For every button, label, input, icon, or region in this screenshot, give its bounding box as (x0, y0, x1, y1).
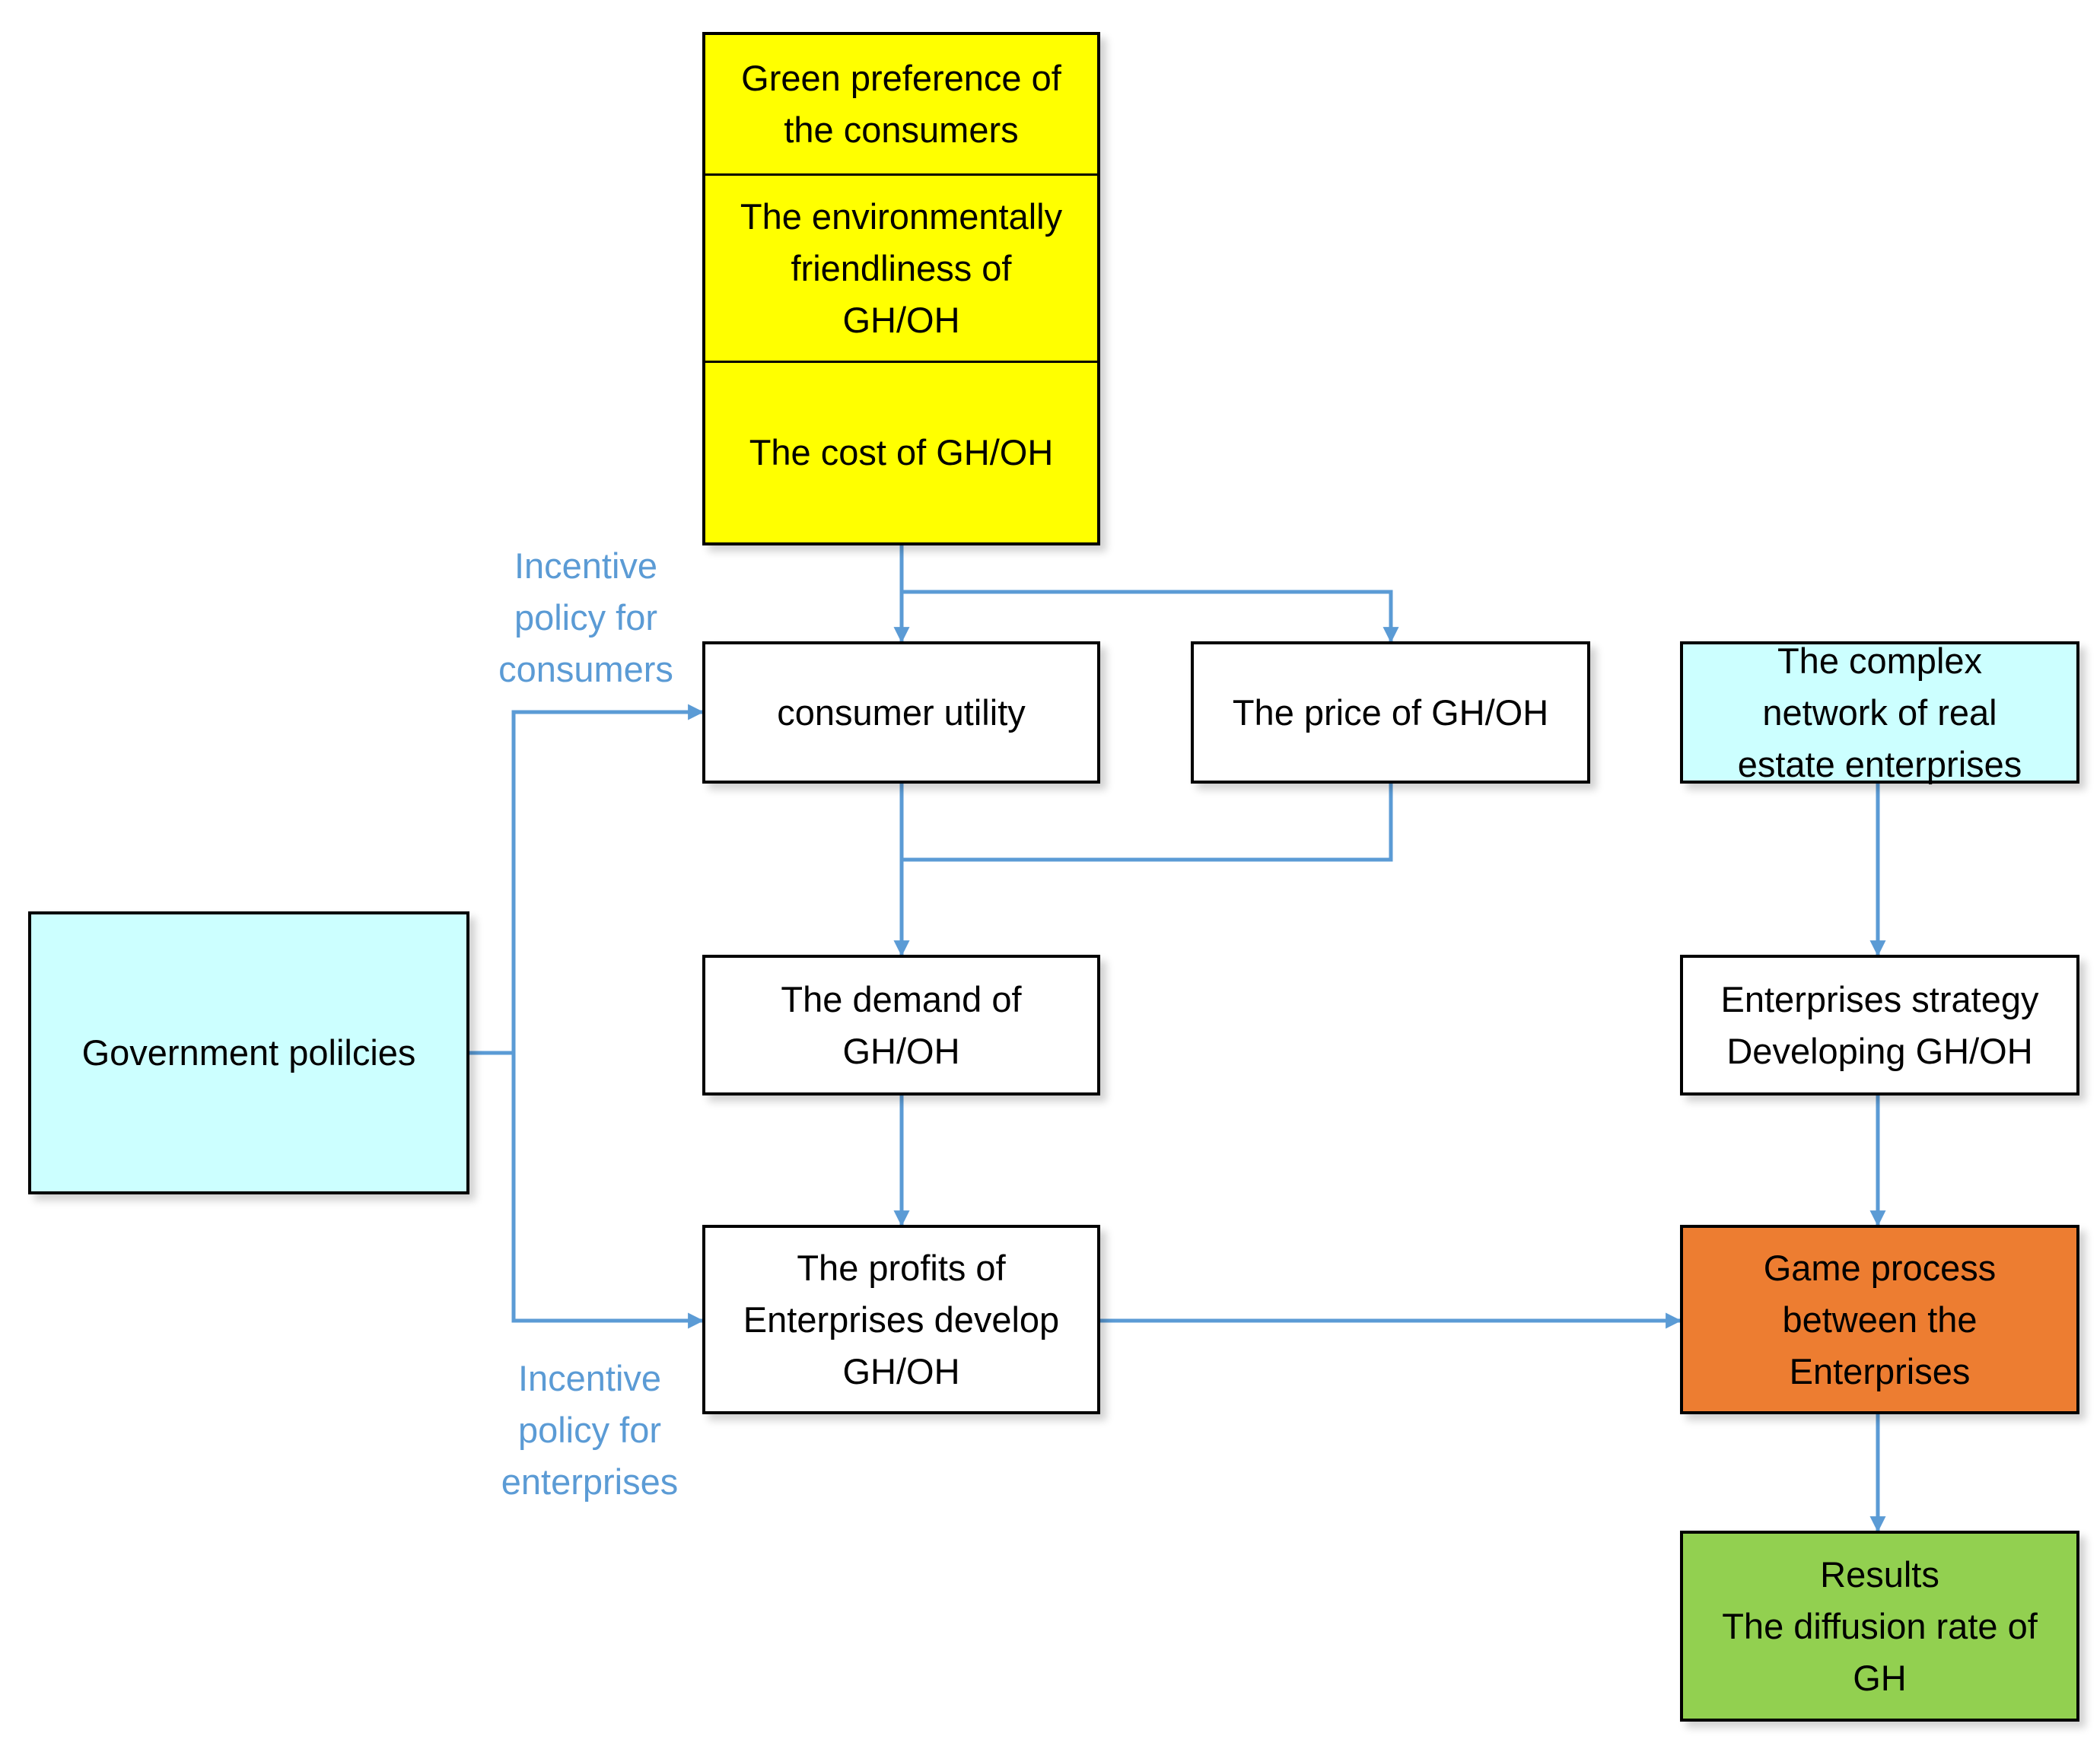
link-cost-to-price (902, 590, 1399, 644)
incentive-enterprises-label: Incentive policy for enterprises (468, 1353, 711, 1508)
demand-box: The demand of GH/OH (702, 955, 1100, 1096)
link-government-to-profits (511, 1053, 705, 1329)
complex-network-line-2: network of real (1762, 692, 1997, 733)
results-box: Results The diffusion rate of GH (1680, 1531, 2079, 1722)
complex-network-line-1: The complex (1777, 640, 1983, 681)
complex-network-line-3: estate enterprises (1737, 743, 2022, 784)
enterprise-profits-line-1: The profits of (797, 1247, 1006, 1288)
results-line-3: GH (1853, 1657, 1907, 1698)
green-preference-line-1: Green preference of (741, 58, 1061, 98)
environmental-friendliness-line-2: friendliness of (791, 247, 1012, 288)
game-process-line-3: Enterprises (1789, 1350, 1971, 1391)
cost-line-1: The cost of GH/OH (749, 432, 1054, 472)
demand-line-1: The demand of (781, 978, 1022, 1019)
cost-box: The cost of GH/OH (702, 363, 1100, 542)
enterprise-profits-box: The profits of Enterprises develop GH/OH (702, 1225, 1100, 1414)
link-price-to-demand (902, 784, 1393, 862)
results-line-1: Results (1820, 1553, 1939, 1595)
incentive-enterprises-line-3: enterprises (501, 1461, 679, 1502)
results-line-2: The diffusion rate of (1722, 1605, 2038, 1646)
government-policies-box: Government polilcies (28, 911, 469, 1194)
incentive-consumers-label: Incentive policy for consumers (464, 540, 708, 695)
incentive-enterprises-line-1: Incentive (517, 1358, 662, 1398)
incentive-enterprises-line-2: policy for (517, 1410, 662, 1450)
enterprise-profits-line-2: Enterprises develop (743, 1299, 1060, 1340)
enterprise-profits-line-3: GH/OH (842, 1350, 960, 1391)
link-government-to-utility (511, 704, 705, 1320)
incentive-consumers-line-2: policy for (514, 597, 658, 638)
stack-divider-1 (705, 173, 1097, 176)
green-preference-box: Green preference of the consumers (702, 35, 1100, 173)
incentive-consumers-line-3: consumers (498, 649, 673, 689)
stack-divider-2 (705, 361, 1097, 363)
enterprise-strategy-box: Enterprises strategy Developing GH/OH (1680, 955, 2079, 1096)
game-process-line-2: between the (1782, 1299, 1978, 1340)
incentive-consumers-line-1: Incentive (514, 545, 658, 586)
consumer-factors-stack: Green preference of the consumers The en… (702, 32, 1100, 545)
environmental-friendliness-line-1: The environmentally (740, 196, 1063, 237)
enterprise-strategy-line-1: Enterprises strategy (1720, 978, 2039, 1019)
game-process-line-1: Game process (1763, 1247, 1997, 1288)
enterprise-strategy-line-2: Developing GH/OH (1726, 1030, 2033, 1071)
environmental-friendliness-box: The environmentally friendliness of GH/O… (702, 176, 1100, 361)
price-line-1: The price of GH/OH (1232, 692, 1549, 733)
consumer-utility-line-1: consumer utility (777, 692, 1026, 733)
complex-network-box: The complex network of real estate enter… (1680, 641, 2079, 784)
government-policies-line-1: Government polilcies (81, 1032, 416, 1073)
game-process-box: Game process between the Enterprises (1680, 1225, 2079, 1414)
green-preference-line-2: the consumers (784, 110, 1019, 150)
environmental-friendliness-line-3: GH/OH (842, 299, 960, 340)
price-box: The price of GH/OH (1191, 641, 1590, 784)
consumer-utility-box: consumer utility (702, 641, 1100, 784)
demand-line-2: GH/OH (842, 1030, 960, 1071)
